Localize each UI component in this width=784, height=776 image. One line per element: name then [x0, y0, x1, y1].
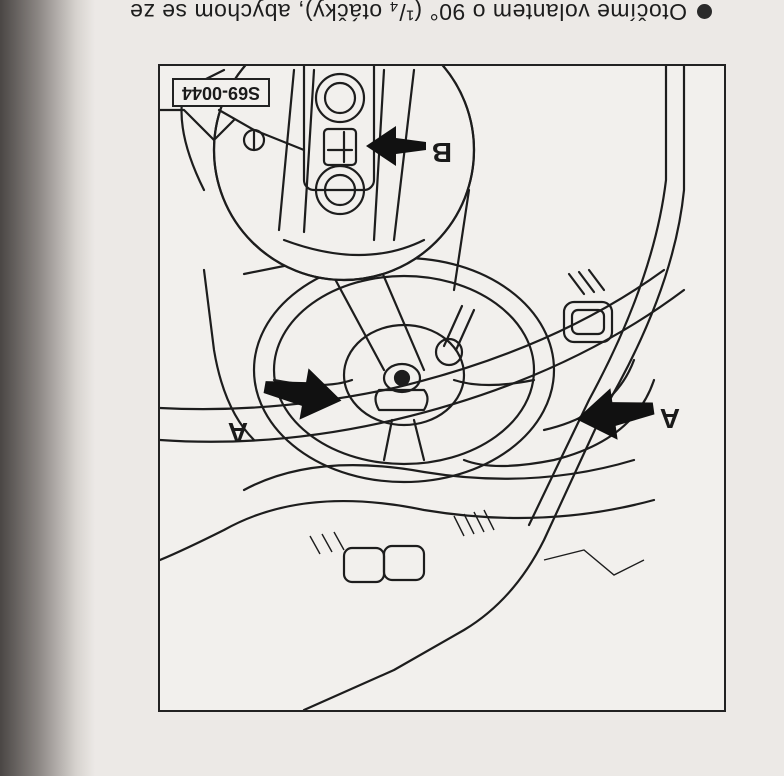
dashboard-line-drawing — [160, 66, 686, 710]
caption-text: Otočíme volantem o 90° (¹/₄ otáčky), aby… — [129, 0, 687, 26]
callout-a-left: A — [659, 403, 680, 434]
callout-b: B — [431, 137, 452, 168]
instruction-illustration: A A B S69-0044 — [158, 64, 726, 712]
callout-a-right: A — [227, 417, 248, 448]
bullet-icon — [697, 4, 712, 20]
caption-line: Otočíme volantem o 90° (¹/₄ otáčky), aby… — [129, 0, 784, 26]
book-binding-shadow — [0, 0, 95, 776]
figure-id-label: S69-0044 — [172, 78, 271, 107]
